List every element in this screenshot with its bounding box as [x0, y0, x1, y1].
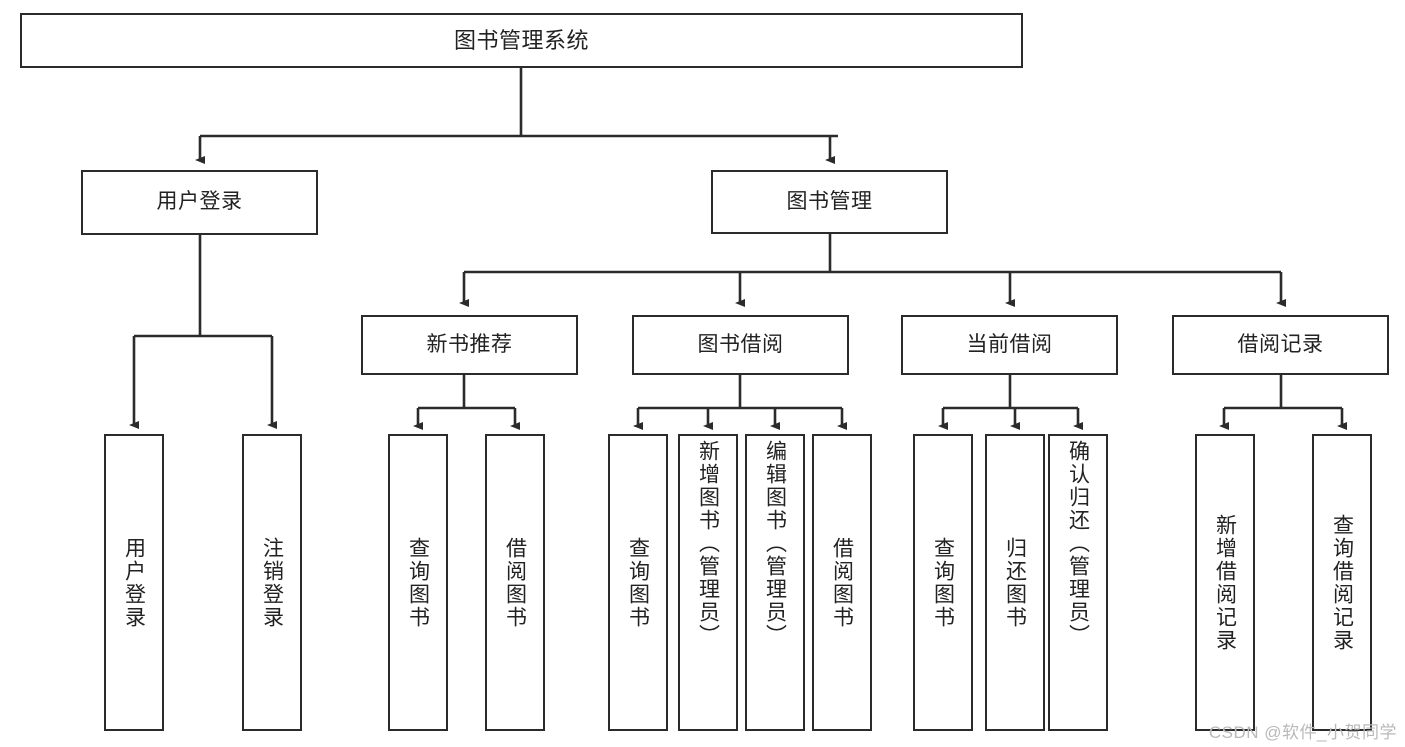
node-label: 查询图书: [626, 536, 650, 629]
leaf-edit-book-admin[interactable]: 编辑图书（管理员）: [745, 434, 805, 731]
node-user-login[interactable]: 用户登录: [81, 170, 318, 235]
node-label: 当前借阅: [966, 332, 1053, 356]
leaf-query-borrow-record[interactable]: 查询借阅记录: [1312, 434, 1372, 731]
node-current-borrow[interactable]: 当前借阅: [901, 315, 1118, 375]
leaf-query-book-borrow[interactable]: 查询图书: [608, 434, 668, 731]
leaf-query-book-recommend[interactable]: 查询图书: [388, 434, 448, 731]
leaf-user-logout[interactable]: 注销登录: [242, 434, 302, 731]
node-label: 用户登录: [122, 536, 146, 629]
node-label: 查询图书: [406, 536, 430, 629]
leaf-query-book-current[interactable]: 查询图书: [913, 434, 973, 731]
node-label: 图书管理系统: [453, 27, 589, 53]
node-label: 图书管理: [786, 189, 873, 213]
watermark-text: CSDN @软件_小贺同学: [1208, 723, 1397, 742]
leaf-add-borrow-record[interactable]: 新增借阅记录: [1195, 434, 1255, 731]
node-book-borrow[interactable]: 图书借阅: [632, 315, 849, 375]
leaf-borrow-book-recommend[interactable]: 借阅图书: [485, 434, 545, 731]
node-label: 确认归还（管理员）: [1066, 440, 1090, 647]
node-label: 查询借阅记录: [1330, 513, 1354, 652]
node-label: 借阅图书: [503, 536, 527, 629]
leaf-add-book-admin[interactable]: 新增图书（管理员）: [678, 434, 738, 731]
leaf-confirm-return-admin[interactable]: 确认归还（管理员）: [1048, 434, 1108, 731]
node-label: 编辑图书（管理员）: [763, 440, 787, 647]
node-borrow-record[interactable]: 借阅记录: [1172, 315, 1389, 375]
node-label: 新增借阅记录: [1213, 513, 1237, 652]
node-label: 新增图书（管理员）: [696, 440, 720, 647]
leaf-borrow-book[interactable]: 借阅图书: [812, 434, 872, 731]
node-label: 用户登录: [156, 190, 243, 214]
node-new-book-recommend[interactable]: 新书推荐: [361, 315, 578, 375]
node-label: 查询图书: [931, 536, 955, 629]
leaf-user-login[interactable]: 用户登录: [104, 434, 164, 731]
node-label: 借阅记录: [1237, 332, 1324, 356]
node-root-system[interactable]: 图书管理系统: [20, 13, 1023, 68]
node-label: 注销登录: [260, 536, 284, 629]
node-book-management[interactable]: 图书管理: [711, 170, 948, 234]
node-label: 归还图书: [1003, 536, 1027, 629]
node-label: 借阅图书: [830, 536, 854, 629]
node-label: 图书借阅: [697, 332, 784, 356]
node-label: 新书推荐: [426, 332, 513, 356]
leaf-return-book[interactable]: 归还图书: [985, 434, 1045, 731]
